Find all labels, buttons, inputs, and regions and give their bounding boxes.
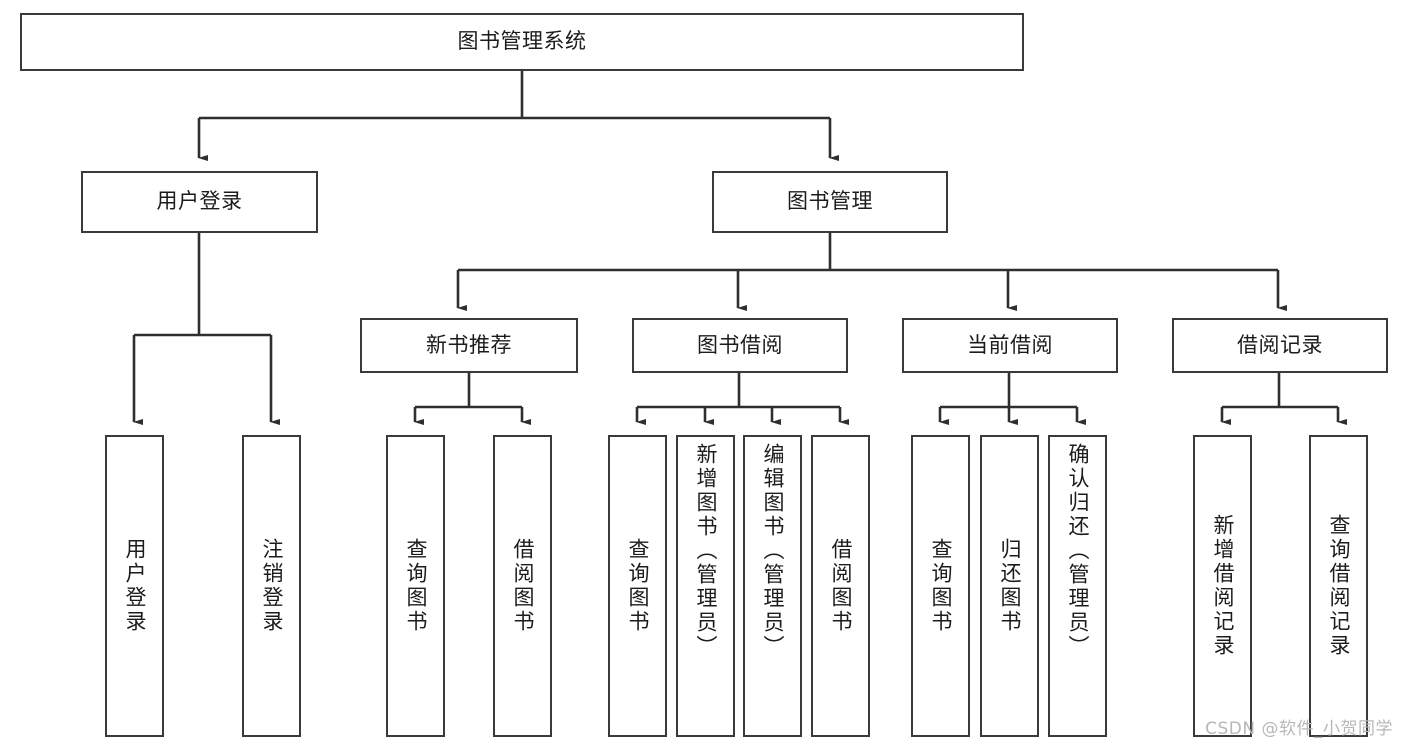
node-label: 用户登录 — [122, 538, 147, 634]
leaf-borrow-borrow-book[interactable]: 借阅图书 — [811, 435, 870, 737]
node-label: 借阅图书 — [510, 538, 535, 634]
node-label: 确认归还（管理员） — [1065, 443, 1090, 659]
node-label: 当前借阅 — [967, 332, 1053, 357]
leaf-recommend-borrow-book[interactable]: 借阅图书 — [493, 435, 552, 737]
leaf-borrow-add-book-admin[interactable]: 新增图书（管理员） — [676, 435, 735, 737]
node-label: 新增借阅记录 — [1210, 514, 1235, 658]
leaf-record-query-record[interactable]: 查询借阅记录 — [1309, 435, 1368, 737]
node-label: 查询图书 — [403, 538, 428, 634]
leaf-borrow-query-book[interactable]: 查询图书 — [608, 435, 667, 737]
node-label: 图书管理 — [787, 189, 873, 214]
node-label: 新增图书（管理员） — [693, 443, 718, 659]
node-label: 借阅记录 — [1237, 332, 1323, 357]
leaf-record-add-record[interactable]: 新增借阅记录 — [1193, 435, 1252, 737]
node-label: 查询图书 — [928, 538, 953, 634]
node-book-borrow[interactable]: 图书借阅 — [632, 318, 848, 373]
leaf-borrow-edit-book-admin[interactable]: 编辑图书（管理员） — [743, 435, 802, 737]
leaf-current-confirm-return-admin[interactable]: 确认归还（管理员） — [1048, 435, 1107, 737]
node-label: 新书推荐 — [426, 332, 512, 357]
leaf-recommend-query-book[interactable]: 查询图书 — [386, 435, 445, 737]
node-label: 编辑图书（管理员） — [760, 443, 785, 659]
node-root-system[interactable]: 图书管理系统 — [20, 13, 1024, 71]
node-new-book-recommend[interactable]: 新书推荐 — [360, 318, 578, 373]
node-user-login[interactable]: 用户登录 — [81, 171, 318, 233]
node-label: 图书管理系统 — [457, 29, 587, 54]
node-current-borrow[interactable]: 当前借阅 — [902, 318, 1118, 373]
leaf-user-login-login[interactable]: 用户登录 — [105, 435, 164, 737]
node-label: 查询图书 — [625, 538, 650, 634]
node-label: 借阅图书 — [828, 538, 853, 634]
node-label: 注销登录 — [259, 538, 284, 634]
leaf-current-query-book[interactable]: 查询图书 — [911, 435, 970, 737]
leaf-current-return-book[interactable]: 归还图书 — [980, 435, 1039, 737]
node-label: 图书借阅 — [697, 332, 783, 357]
node-label: 用户登录 — [156, 189, 243, 214]
leaf-user-login-logout[interactable]: 注销登录 — [242, 435, 301, 737]
node-borrow-record[interactable]: 借阅记录 — [1172, 318, 1388, 373]
node-label: 归还图书 — [997, 538, 1022, 634]
node-label: 查询借阅记录 — [1326, 514, 1351, 658]
watermark-text: CSDN @软件_小贺同学 — [1205, 719, 1393, 739]
node-book-management[interactable]: 图书管理 — [712, 171, 948, 233]
